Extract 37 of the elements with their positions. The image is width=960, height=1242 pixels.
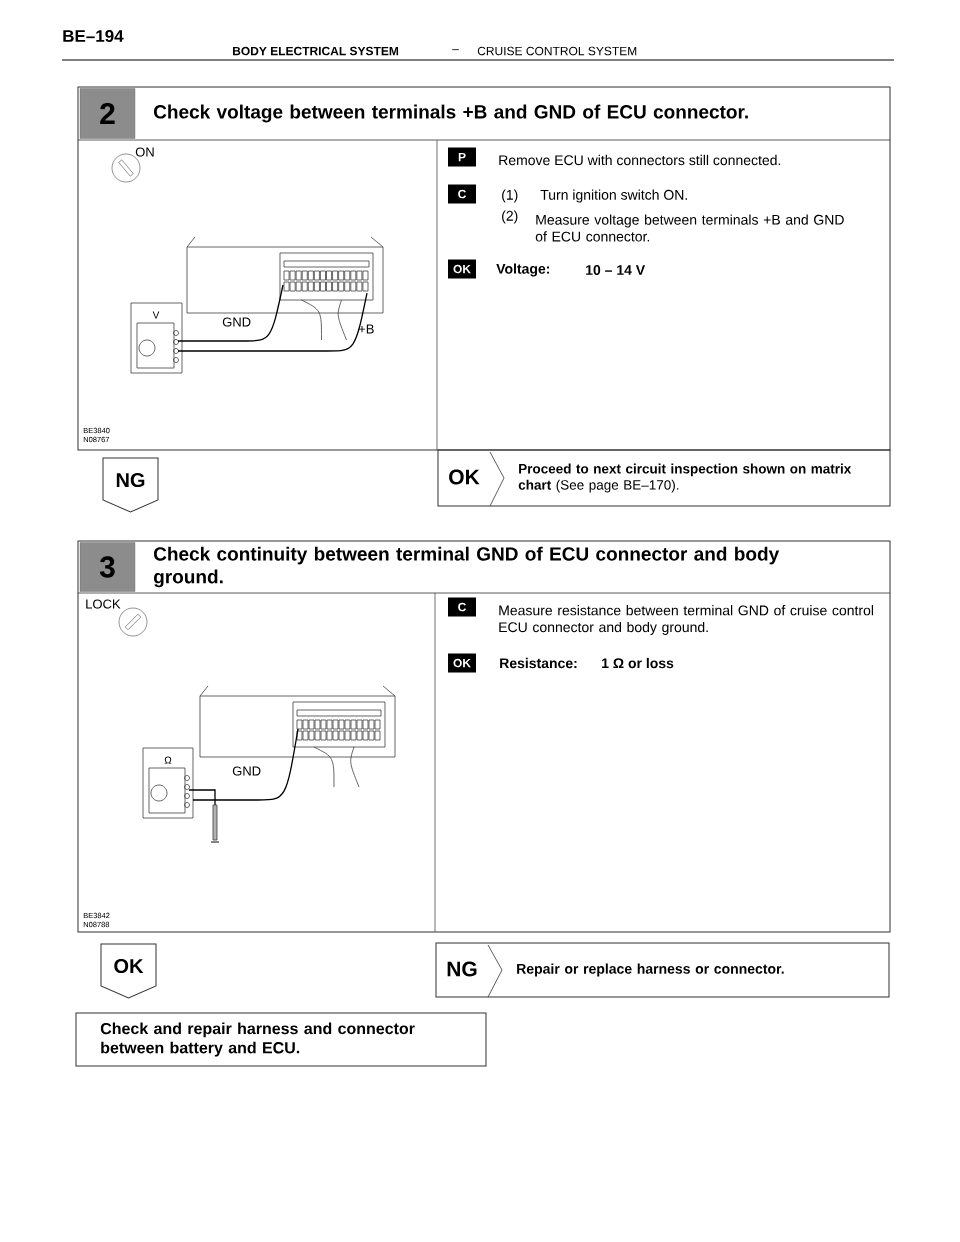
step-number-text: (2) [502, 210, 518, 224]
spec-label: Resistance: [500, 657, 577, 669]
switch-position: ON [135, 147, 154, 157]
action-box: Check and repair harness and connector between battery and ECU. [75, 1012, 487, 1067]
section-title: BODY ELECTRICAL SYSTEM [233, 46, 399, 56]
p-badge: P [448, 147, 476, 167]
step-title: Check continuity between terminal GND of ECU connector and body ground. [154, 546, 780, 588]
result-text: Proceed to next circuit inspection shown on matrix chart (See page BE–170). [518, 463, 852, 493]
instruction-text: Measure voltage between terminals +B and GND of ECU connector. [535, 214, 844, 242]
section-subtitle: CRUISE CONTROL SYSTEM [477, 46, 637, 56]
instruction-text: Turn ignition switch ON. [540, 189, 687, 203]
spec-value: 10 – 14 V [586, 265, 646, 275]
meter-symbol: Ω [164, 756, 172, 764]
page-number: BE–194 [63, 30, 124, 43]
instruction-text: Remove ECU with connectors still connected. [499, 154, 781, 166]
spec-value: 1 Ω or loss [602, 657, 674, 669]
step-number-text: (1) [502, 189, 518, 203]
result-text: Repair or replace harness or connector. [517, 963, 784, 977]
step-title: Check voltage between terminals +B and GND of ECU connector. [154, 104, 748, 123]
ok-badge: OK [448, 259, 476, 279]
c-badge: C [448, 597, 476, 617]
terminal-label: +B [358, 324, 374, 334]
terminal-label: GND [222, 317, 251, 327]
result-tag: NG [447, 961, 477, 977]
result-tab: OK [100, 943, 157, 999]
spec-label: Voltage: [496, 263, 550, 277]
c-badge: C [448, 184, 476, 204]
step-number: 3 [79, 542, 136, 592]
ok-badge: OK [448, 653, 476, 673]
instruction-text: Measure resistance between terminal GND of cruise control ECU connector and body ground. [499, 605, 874, 635]
separator: – [452, 49, 459, 51]
result-tab: NG [102, 457, 159, 513]
terminal-label: GND [232, 766, 261, 776]
step-number: 2 [79, 88, 136, 139]
switch-position: LOCK [86, 599, 121, 609]
result-tag: OK [449, 469, 480, 485]
meter-symbol: V [152, 311, 160, 319]
